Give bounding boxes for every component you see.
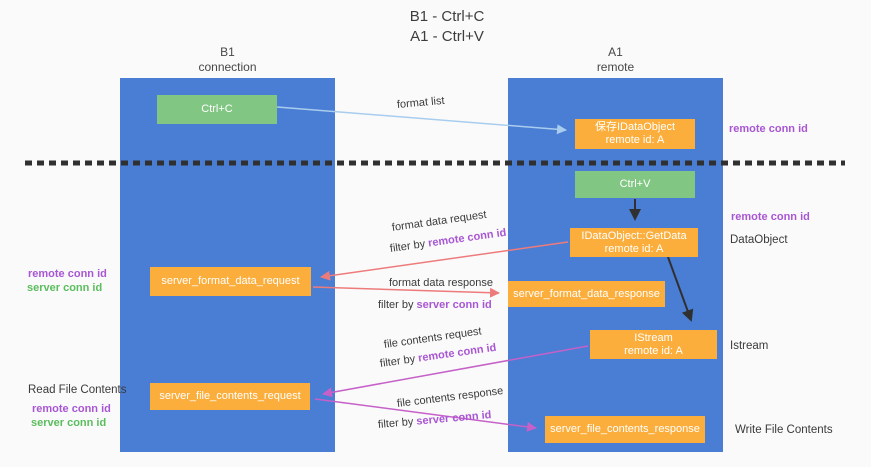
node-save-dataobject-line1: 保存IDataObject — [594, 121, 676, 133]
lane-header-a1: A1 remote — [508, 45, 723, 75]
node-istream-line2: remote id: A — [624, 344, 683, 357]
node-format-response-label: server_format_data_response — [513, 287, 660, 300]
node-idataobject-getdata: IDataObject::GetData remote id: A — [570, 228, 698, 257]
lane-b1-name: B1 — [220, 45, 235, 59]
node-ctrl-v: Ctrl+V — [575, 171, 695, 198]
diagram-title-line1: B1 - Ctrl+C — [409, 8, 485, 25]
node-istream-line1: IStream — [634, 331, 673, 344]
lane-header-b1: B1 connection — [120, 45, 335, 75]
filter-by-text: filter by — [378, 299, 414, 311]
read-file-contents-annotation: Read File Contents — [28, 384, 127, 396]
node-save-dataobject-line2: remote id: A — [605, 134, 665, 146]
dataobject-annotation: DataObject — [730, 234, 788, 246]
filter-by-text: filter by — [377, 415, 414, 431]
server-conn-id-text: server conn id — [415, 409, 492, 428]
file-contents-response-filter-label: filter by server conn id — [377, 409, 491, 431]
filter-by-text: filter by — [389, 238, 426, 255]
istream-annotation: Istream — [730, 340, 769, 352]
file-contents-response-label: file contents response — [396, 385, 504, 410]
filter-by-text: filter by — [379, 353, 416, 370]
remote-conn-id-annotation-mid: remote conn id — [731, 211, 810, 223]
node-ctrl-c-label: Ctrl+C — [201, 103, 233, 115]
remote-conn-id-annotation-top: remote conn id — [729, 123, 808, 135]
server-conn-id-annotation-left: server conn id — [27, 282, 103, 294]
diagram-title: B1 - Ctrl+C A1 - Ctrl+V — [327, 7, 567, 47]
remote-conn-id-text: remote conn id — [427, 226, 508, 250]
lane-a1-subtitle: remote — [596, 60, 635, 74]
node-file-response-label: server_file_contents_response — [550, 423, 700, 435]
remote-conn-id-annotation-left-bottom: remote conn id — [32, 403, 111, 415]
node-server-format-data-request: server_format_data_request — [150, 267, 311, 296]
node-file-request-label: server_file_contents_request — [159, 390, 301, 402]
server-conn-id-annotation-left-bottom: server conn id — [31, 417, 107, 429]
node-server-file-contents-request: server_file_contents_request — [150, 383, 310, 410]
node-ctrl-c: Ctrl+C — [157, 95, 277, 124]
write-file-contents-annotation: Write File Contents — [735, 424, 833, 436]
node-save-dataobject: 保存IDataObject remote id: A — [575, 119, 695, 149]
server-conn-id-text: server conn id — [416, 299, 492, 311]
diagram-title-line2: A1 - Ctrl+V — [410, 28, 484, 45]
node-getdata-line2: remote id: A — [604, 242, 664, 255]
lane-a1-name: A1 — [608, 45, 623, 59]
format-data-response-label: format data response — [389, 277, 493, 289]
remote-conn-id-text: remote conn id — [417, 341, 498, 365]
node-getdata-line1: IDataObject::GetData — [581, 229, 687, 242]
node-ctrl-v-label: Ctrl+V — [619, 178, 651, 190]
node-server-format-data-response: server_format_data_response — [508, 281, 665, 307]
remote-conn-id-annotation-left: remote conn id — [28, 268, 107, 280]
format-data-response-filter-label: filter by server conn id — [378, 299, 492, 311]
format-list-label: format list — [396, 94, 446, 111]
lane-b1-subtitle: connection — [198, 60, 257, 74]
node-istream: IStream remote id: A — [590, 330, 717, 359]
node-server-file-contents-response: server_file_contents_response — [545, 416, 705, 443]
node-format-request-label: server_format_data_request — [161, 275, 300, 287]
